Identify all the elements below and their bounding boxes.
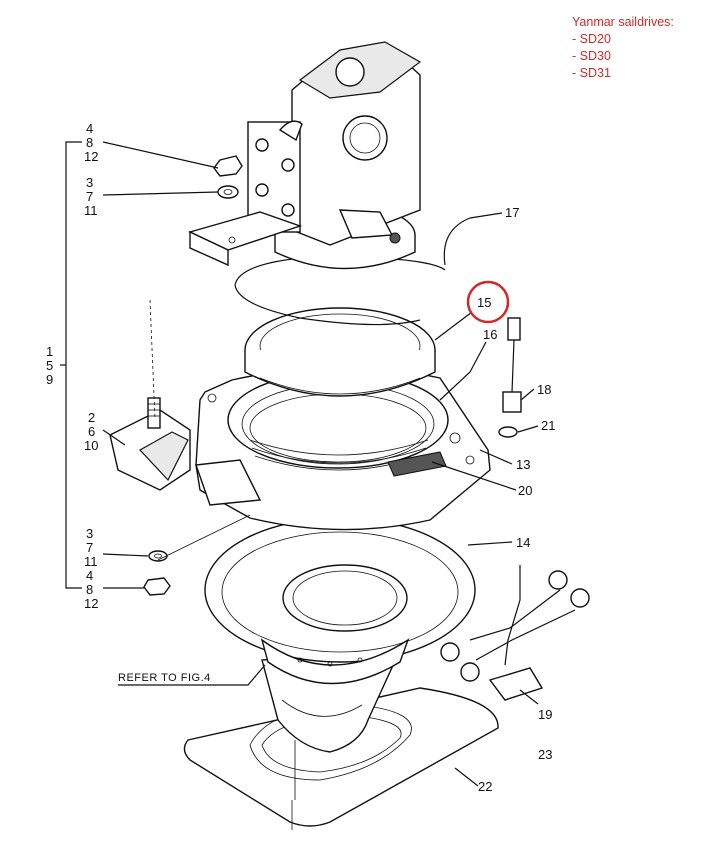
- callout-group-washer-top: 3: [86, 175, 93, 190]
- callout-group-top: 4: [86, 121, 93, 136]
- callout-19: 19: [538, 707, 552, 722]
- callout-group-mount: 6: [88, 424, 95, 439]
- engine-mount: [109, 397, 191, 491]
- callout-group-bottom: 4: [86, 568, 93, 583]
- callout-21: 21: [541, 418, 555, 433]
- bottom-hardware: [143, 550, 171, 596]
- model-note-title: Yanmar saildrives:: [572, 15, 674, 29]
- model-note: Yanmar saildrives: - SD20 - SD30 - SD31: [572, 14, 674, 82]
- lower-seal-ring: [204, 517, 476, 663]
- callout-group-bottom: 8: [86, 582, 93, 597]
- callout-23: 23: [538, 747, 552, 762]
- callout-15: 15: [477, 295, 491, 310]
- leg-flange: [260, 638, 410, 685]
- callout-group-washer-bottom: 7: [86, 540, 93, 555]
- model-note-item: - SD20: [572, 32, 611, 46]
- callout-group-top: 8: [86, 135, 93, 150]
- callout-group-bottom: 12: [84, 596, 98, 611]
- top-hardware: [213, 155, 243, 199]
- callout-group-washer-top: 11: [84, 203, 98, 218]
- highlight-circle: [466, 280, 510, 324]
- refer-note: REFER TO FIG.4: [118, 672, 211, 684]
- wiring-harness: [440, 565, 590, 701]
- callout-14: 14: [516, 535, 530, 550]
- seal-ring: [244, 307, 436, 397]
- leader-lines: [60, 141, 539, 787]
- sensor-assembly: [498, 317, 522, 438]
- callout-group-mount: 2: [88, 410, 95, 425]
- callout-20: 20: [518, 483, 532, 498]
- mounting-flange: [195, 366, 491, 531]
- callout-group-top: 12: [84, 149, 98, 164]
- callout-group-side: 5: [46, 358, 53, 373]
- callout-group-side: 1: [46, 344, 53, 359]
- callout-group-side: 9: [46, 372, 53, 387]
- model-note-item: - SD30: [572, 49, 611, 63]
- callout-18: 18: [537, 382, 551, 397]
- callout-numbers: 4 8 12 3 7 11 1 5 9 2 6 10 3 7 11 4 8 12…: [46, 121, 555, 794]
- callout-group-mount: 10: [84, 438, 98, 453]
- callout-group-washer-bottom: 3: [86, 526, 93, 541]
- callout-16: 16: [483, 327, 497, 342]
- callout-22: 22: [478, 779, 492, 794]
- model-note-item: - SD31: [572, 66, 611, 80]
- callout-group-washer-bottom: 11: [84, 554, 98, 569]
- callout-13: 13: [516, 457, 530, 472]
- callout-group-washer-top: 7: [86, 189, 93, 204]
- callout-17: 17: [505, 205, 519, 220]
- upper-gearbox: [188, 41, 422, 270]
